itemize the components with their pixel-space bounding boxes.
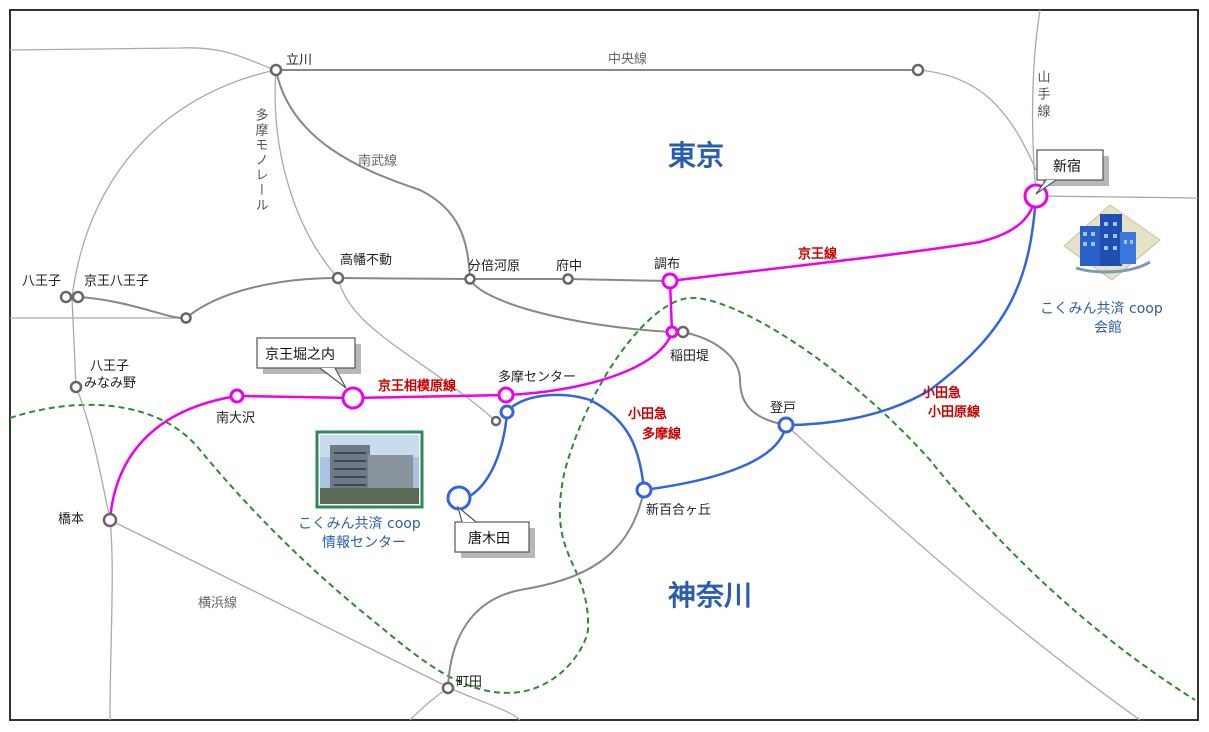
label-fuchu: 府中 [556,259,582,274]
grey-lines [66,69,918,689]
station-tama-center-keio[interactable] [497,386,515,404]
label-kaikan-2: 会館 [1094,319,1122,336]
nambu-line [275,69,787,426]
region-tokyo: 東京 [668,139,724,172]
station-hachioji-minamino[interactable] [69,380,83,394]
label-hachioji-minamino-1: 八王子 [90,359,129,374]
odakyu-lines [458,195,1038,500]
label-shin-yurigaoka: 新百合ヶ丘 [646,502,711,518]
label-keio-hachioji: 京王八王子 [84,274,149,289]
station-takahata-fudo[interactable] [331,271,345,285]
station-monorail-end[interactable] [490,415,502,427]
station-inadazutsumi[interactable] [676,325,690,339]
station-hachioji[interactable] [59,290,73,304]
building-kaikan-icon[interactable] [1063,204,1161,281]
station-chuo-east[interactable] [911,63,925,77]
label-kaikan-1: こくみん共済 coop [1040,301,1163,317]
station-karakida[interactable] [446,485,472,511]
keio-main-line [669,195,1038,283]
info-center-photo[interactable] [315,430,424,509]
odakyu-west-line [447,489,645,689]
callout-shinjuku-text: 新宿 [1053,158,1081,175]
label-nambu-line: 南武線 [358,153,397,169]
label-machida: 町田 [456,675,482,690]
label-chuo-line: 中央線 [608,51,647,67]
label-tama-monorail: 多摩モノレール [253,107,269,213]
prefecture-border [9,296,1196,701]
station-bubaigawara[interactable] [464,273,476,285]
station-keio-branch[interactable] [665,325,679,339]
label-keio-line: 京王線 [798,246,838,262]
label-tama-center: 多摩センター [498,369,576,385]
station-shin-yurigaoka[interactable] [635,481,653,499]
region-kanagawa: 神奈川 [668,579,752,612]
station-tachikawa[interactable] [269,63,283,77]
chuo-line-west [9,47,277,71]
line-north-right [917,69,1037,171]
keio-line-east [1035,195,1199,199]
odakyu-east-line [785,424,1141,721]
odakyu-tama-line [458,393,646,500]
label-hachioji-minamino-2: みなみ野 [84,376,136,391]
callout-shinjuku[interactable]: 新宿 [1035,149,1109,195]
map-frame [9,9,1199,721]
station-machida[interactable] [441,681,455,695]
label-odakyu-odawara-2: 小田原線 [928,404,981,420]
label-noborito: 登戸 [770,401,796,416]
callout-keio-horinouchi-text: 京王堀之内 [265,347,335,363]
label-odakyu-tama-1: 小田急 [628,406,667,422]
hachioji-tachikawa-line [71,69,277,298]
label-odakyu-tama-2: 多摩線 [642,426,682,442]
keio-main-west [66,276,671,320]
keio-branch [668,280,674,333]
label-tachikawa: 立川 [286,53,312,68]
station-minami-osawa[interactable] [229,388,245,404]
label-info-center-2: 情報センター [322,535,406,551]
station-tama-center-odakyu[interactable] [499,404,515,420]
label-yamanote-line: 山手線 [1035,70,1051,121]
callout-karakida-text: 唐木田 [468,530,510,547]
label-inadazutsumi: 稲田堤 [670,349,709,364]
odakyu-odawara-line [643,195,1038,492]
station-chofu[interactable] [661,272,679,290]
label-yokohama-line: 横浜線 [198,595,237,611]
station-fuchu[interactable] [562,273,574,285]
label-keio-sagamihara-line: 京王相模原線 [378,378,457,394]
label-odakyu-odawara-1: 小田急 [922,385,961,401]
label-hashimoto: 橋本 [58,512,84,527]
station-kitano[interactable] [180,312,192,324]
station-hashimoto[interactable] [102,512,118,528]
odakyu-stations [446,404,795,511]
grey-stations [59,63,925,695]
label-bubaigawara: 分倍河原 [468,259,520,274]
label-minami-osawa: 南大沢 [216,410,255,426]
station-keio-horinouchi[interactable] [341,386,365,410]
callout-keio-horinouchi[interactable]: 京王堀之内 [256,337,361,389]
callout-karakida[interactable]: 唐木田 [454,505,535,558]
label-info-center-1: こくみん共済 coop [298,516,421,532]
keio-stations [229,183,1049,410]
station-noborito[interactable] [777,416,795,434]
label-chofu: 調布 [654,257,680,272]
yamanote-line [1031,9,1041,197]
label-takahata-fudo: 高幡不動 [340,252,392,268]
station-keio-hachioji[interactable] [71,290,85,304]
label-hachioji: 八王子 [22,274,61,289]
